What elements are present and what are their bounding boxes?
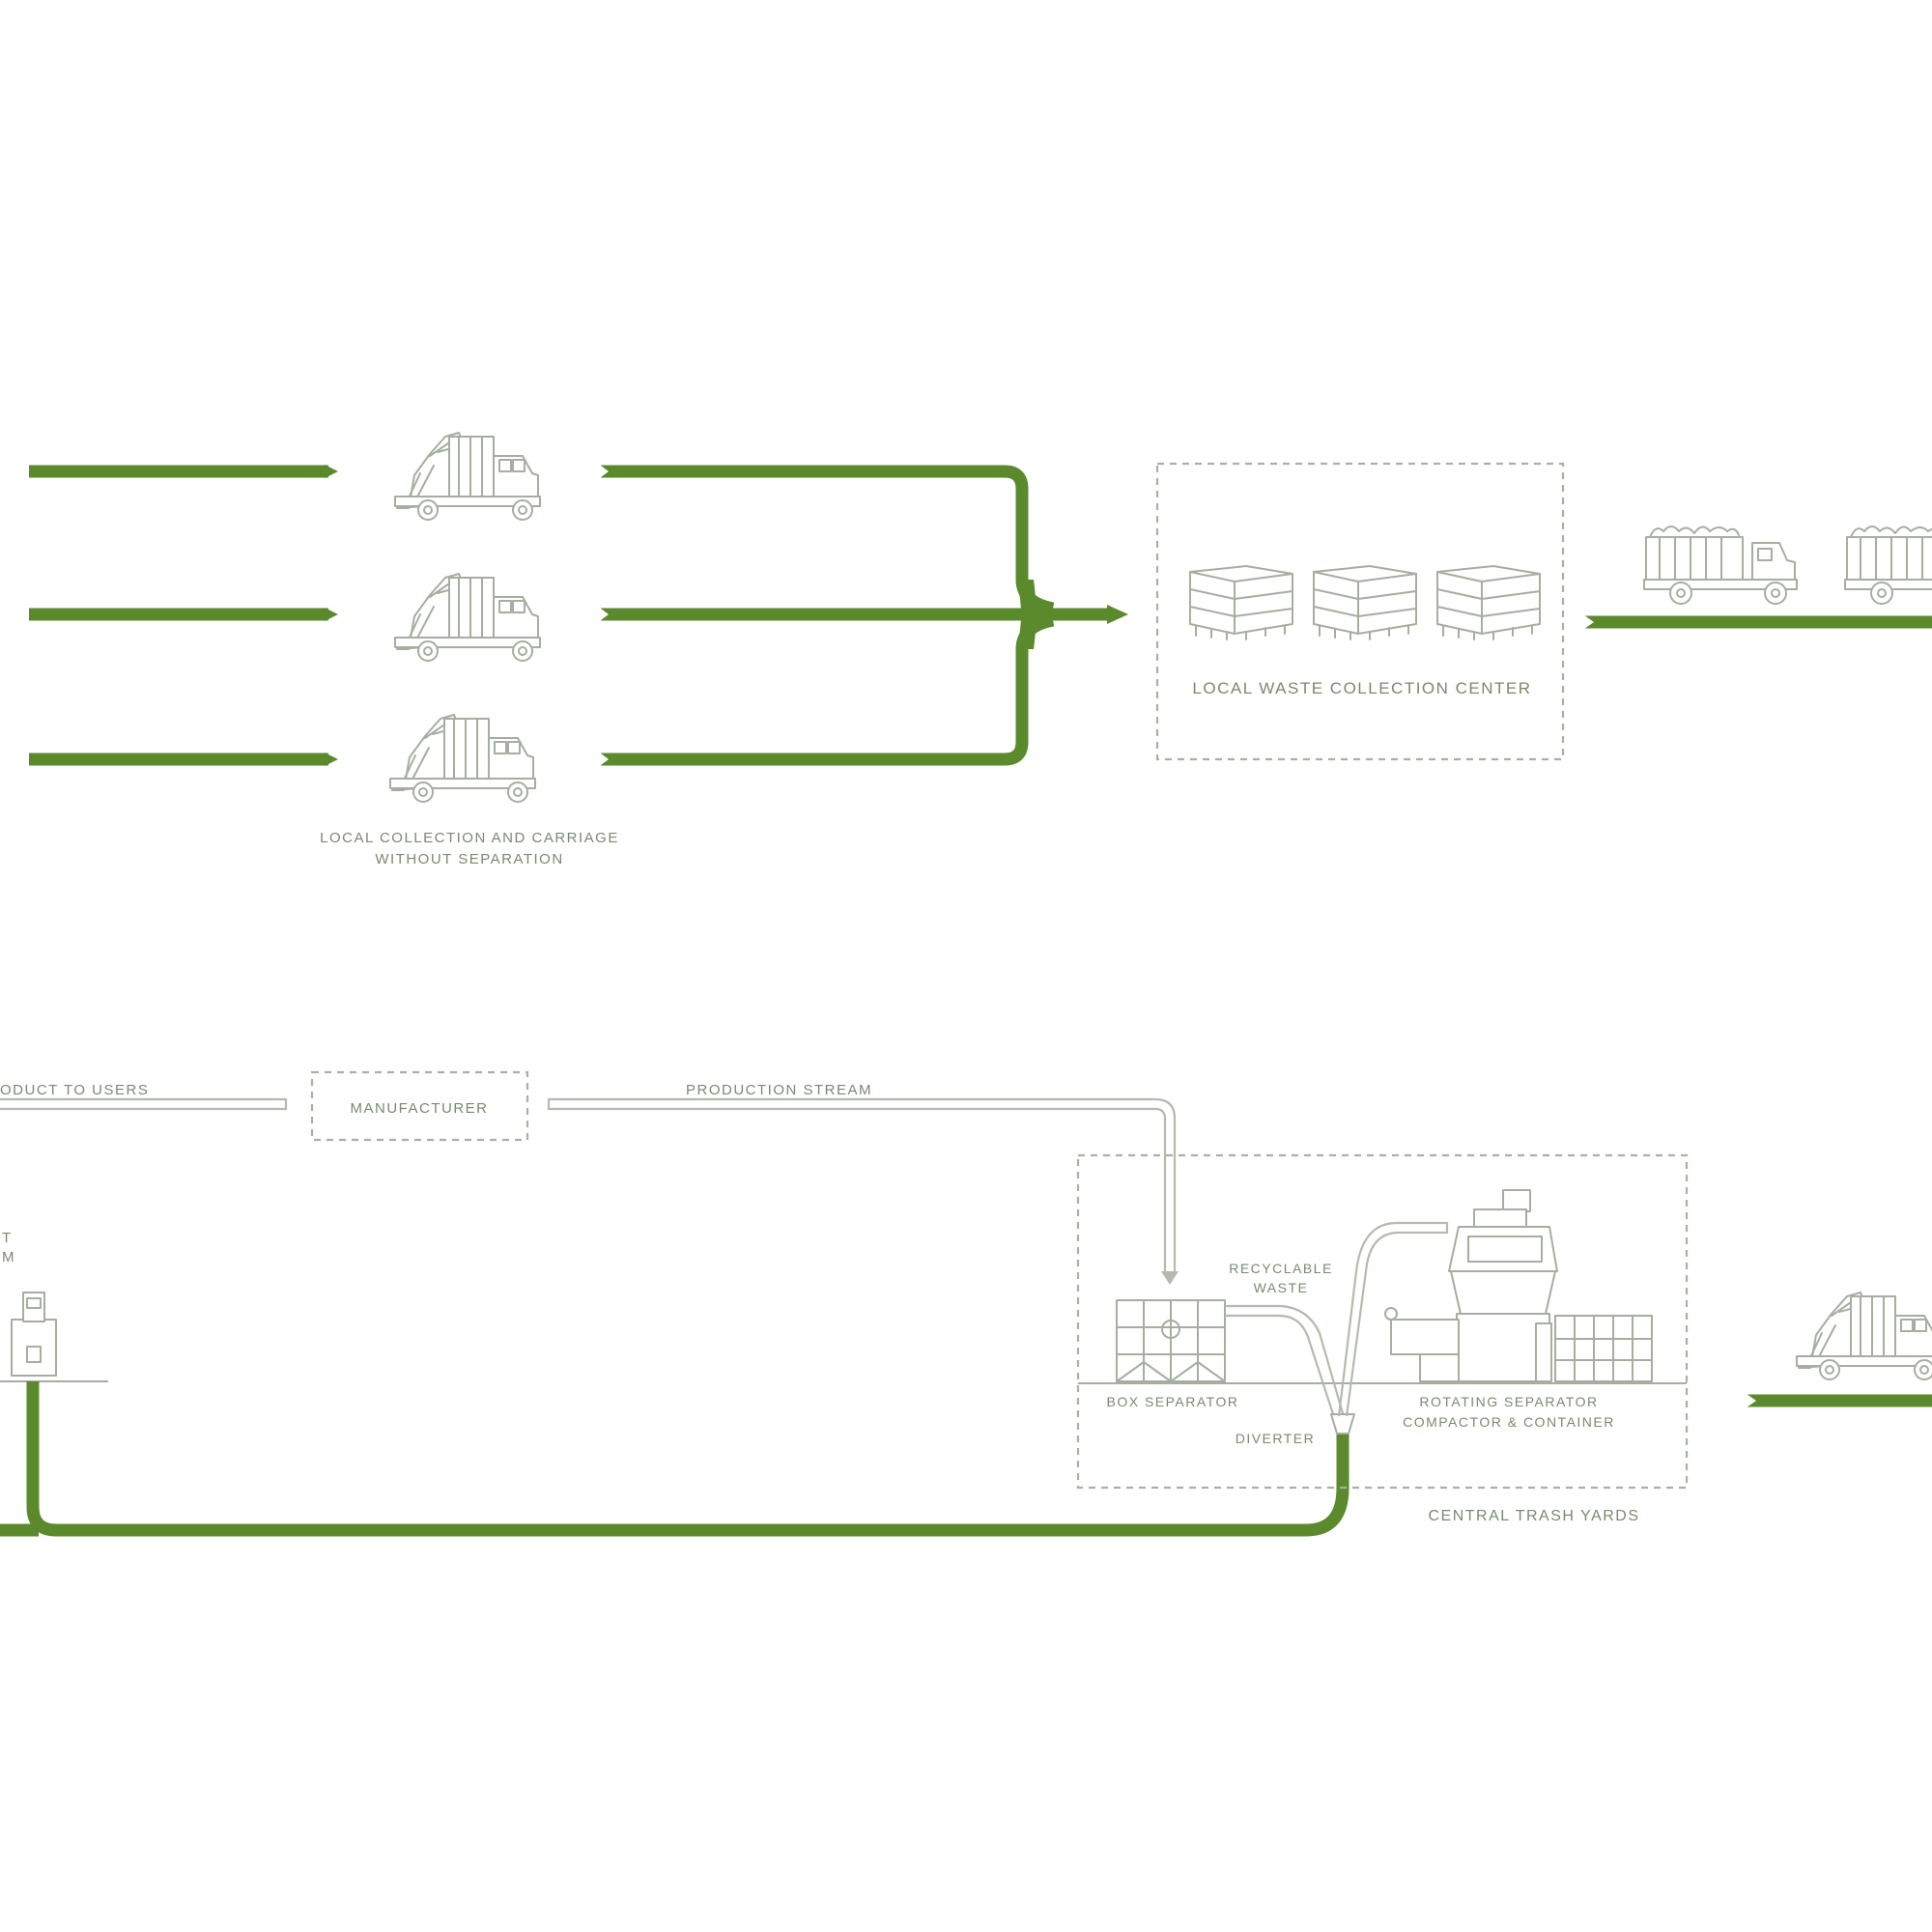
left-cut-label-line1: T: [2, 1230, 13, 1246]
manufacturer-label: MANUFACTURER: [350, 1100, 488, 1117]
waste-bale-icon: [1436, 565, 1541, 640]
rotating-separator-label-line1: ROTATING SEPARATOR: [1419, 1394, 1598, 1409]
manufacturer-box: [310, 1070, 529, 1142]
stream-start-notch-3: [601, 753, 609, 765]
arrow-tip-3: [325, 753, 338, 766]
diverter-label: DIVERTER: [1236, 1431, 1316, 1446]
separator-feed-tube: [1337, 1221, 1449, 1417]
stream-start-notch-2: [601, 609, 609, 620]
garbage-truck-icon: [394, 573, 541, 662]
production-stream-line: [547, 1097, 1177, 1275]
garbage-truck-icon: [389, 714, 536, 803]
diverter-icon: [1330, 1413, 1355, 1435]
recyclable-waste-label-line1: RECYCLABLE: [1229, 1261, 1333, 1276]
merge-stream-bottom: [601, 613, 1055, 766]
garbage-truck-icon: [1796, 1292, 1932, 1380]
outgoing-notch-bottom: [1747, 1394, 1756, 1407]
merge-stream-top: [601, 465, 1055, 615]
left-cut-label-line2: M: [2, 1249, 15, 1265]
rotating-separator-label-line2: COMPACTOR & CONTAINER: [1403, 1414, 1615, 1430]
waste-bale-icon: [1189, 565, 1293, 640]
collection-trucks-label-line2: WITHOUT SEPARATION: [375, 851, 563, 867]
stream-start-notch-1: [601, 466, 609, 477]
pneumatic-pipe: [26, 1381, 1350, 1537]
product-line-outer: [0, 1097, 288, 1111]
product-to-users-label: ODUCT TO USERS: [0, 1082, 149, 1098]
waste-inlet-icon: [11, 1292, 57, 1377]
outgoing-notch: [1584, 615, 1594, 629]
garbage-truck-icon: [394, 432, 541, 521]
central-trash-yards-box: [1076, 1153, 1689, 1490]
flatbed-truck-icon: [1643, 526, 1798, 605]
collection-trucks-label-line1: LOCAL COLLECTION AND CARRIAGE: [320, 830, 619, 846]
rotating-separator-icon: [1384, 1189, 1653, 1382]
merge-join-fill: [1016, 580, 1037, 649]
box-separator-label: BOX SEPARATOR: [1107, 1394, 1239, 1409]
box-separator-icon: [1116, 1299, 1226, 1382]
collection-center-label: LOCAL WASTE COLLECTION CENTER: [1192, 679, 1531, 697]
production-stream-label: PRODUCTION STREAM: [686, 1082, 872, 1098]
production-arrow-tip: [1161, 1271, 1179, 1285]
arrow-tip-2: [325, 608, 338, 621]
arrow-tip-1: [325, 465, 338, 478]
merge-arrow-tip: [1107, 605, 1128, 624]
central-trash-yards-label: CENTRAL TRASH YARDS: [1428, 1508, 1639, 1524]
flatbed-truck-icon: [1844, 526, 1932, 605]
collection-center-box: [1155, 462, 1565, 761]
recyclable-waste-tube: [1225, 1304, 1347, 1422]
waste-bale-icon: [1313, 565, 1417, 640]
recyclable-waste-label-line2: WASTE: [1254, 1280, 1309, 1295]
